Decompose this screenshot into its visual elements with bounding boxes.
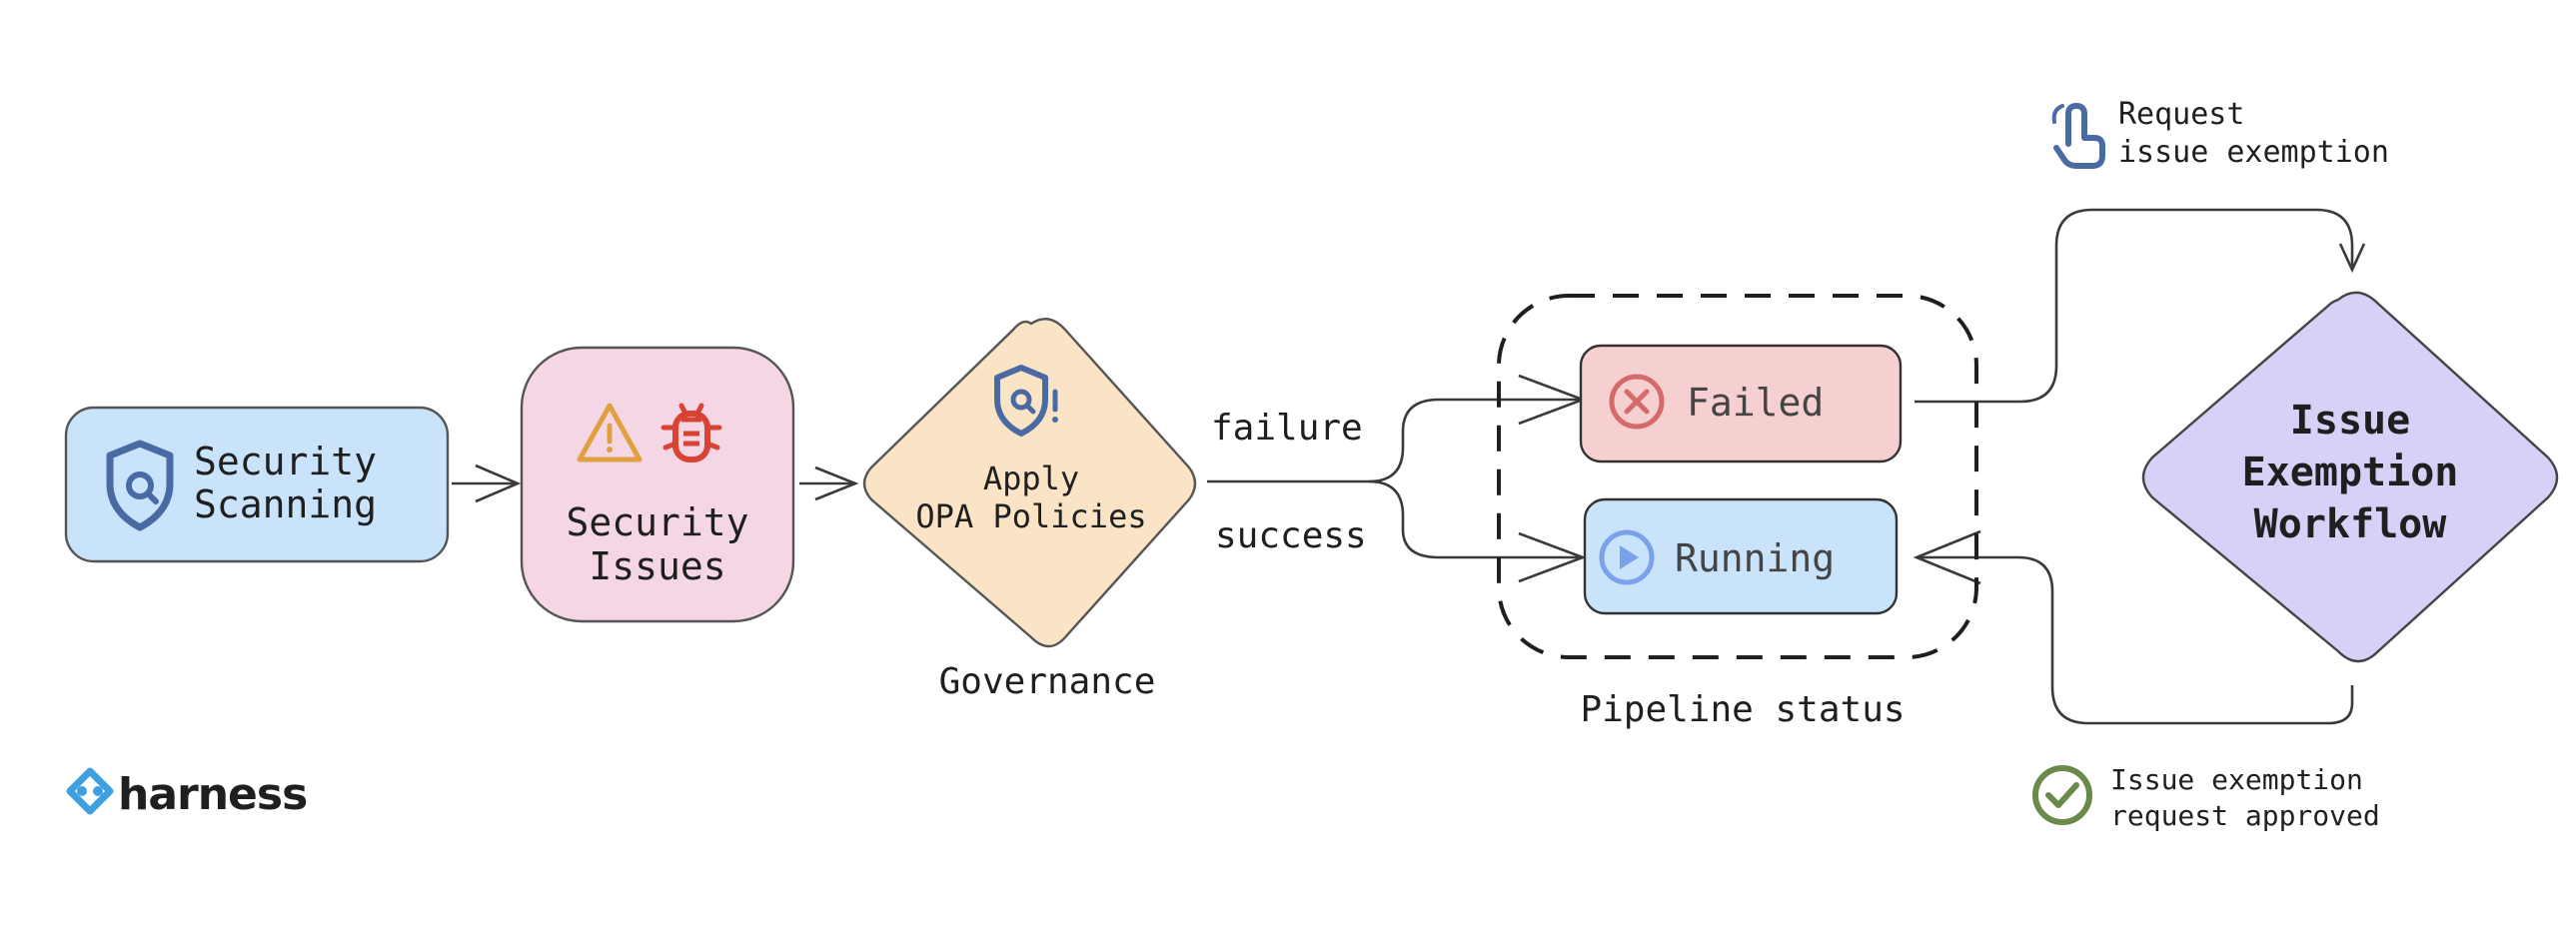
- security-issues-node[interactable]: Security Issues: [520, 346, 795, 623]
- check-circle-icon: [2032, 765, 2092, 825]
- warning-triangle-icon: [577, 403, 643, 463]
- running-label: Running: [1675, 536, 1835, 580]
- harness-wordmark: harness: [118, 769, 307, 820]
- bug-icon: [660, 403, 722, 463]
- harness-logo: harness: [66, 767, 308, 820]
- exemption-workflow-label-line1: Issue: [2290, 398, 2410, 444]
- security-issues-label-line2: Issues: [589, 544, 725, 588]
- running-node[interactable]: Running: [1583, 497, 1899, 615]
- request-note-line2: issue exemption: [2118, 135, 2389, 170]
- exemption-workflow-diamond: [2141, 291, 2559, 663]
- harness-logo-icon: [66, 767, 114, 815]
- approved-note: Issue exemption request approved: [2032, 763, 2380, 832]
- arrowhead-issues: [475, 464, 522, 503]
- security-scanning-label-line2: Scanning: [194, 482, 377, 526]
- running-box: [1583, 497, 1899, 615]
- security-scanning-node[interactable]: Security Scanning: [64, 406, 450, 563]
- security-issues-label-line1: Security: [566, 500, 748, 544]
- approved-note-line2: request approved: [2110, 799, 2380, 832]
- edge-opa-to-running: [1368, 479, 1583, 559]
- success-edge-label: success: [1215, 515, 1367, 556]
- shield-alert-icon: [994, 365, 1058, 437]
- failed-box: [1579, 344, 1903, 464]
- x-circle-icon: [1609, 374, 1665, 430]
- arrowhead-running-return: [1913, 529, 1981, 585]
- security-issues-box: [520, 346, 795, 623]
- pointer-hand-icon: [2051, 103, 2105, 169]
- pipeline-status-caption: Pipeline status: [1580, 689, 1905, 730]
- arrowhead-running: [1518, 531, 1587, 583]
- edge-failed-to-workflow: [1915, 208, 2354, 404]
- edge-opa-to-failed: [1207, 398, 1583, 483]
- opa-policies-label-line2: OPA Policies: [915, 497, 1146, 535]
- exemption-workflow-label-line2: Exemption: [2242, 450, 2459, 495]
- edge-workflow-to-running: [1917, 555, 2354, 725]
- play-circle-icon: [1599, 529, 1655, 585]
- opa-policies-diamond: [862, 318, 1197, 648]
- exemption-workflow-label-line3: Workflow: [2254, 501, 2448, 547]
- request-note-line1: Request: [2118, 97, 2244, 132]
- opa-policies-label-line1: Apply: [983, 460, 1079, 497]
- approved-note-line1: Issue exemption: [2110, 763, 2363, 796]
- governance-caption: Governance: [939, 661, 1156, 702]
- opa-policies-node[interactable]: Apply OPA Policies: [862, 318, 1197, 648]
- failed-label: Failed: [1687, 381, 1824, 425]
- exemption-workflow-node[interactable]: Issue Exemption Workflow: [2141, 291, 2559, 663]
- failure-edge-label: failure: [1211, 408, 1363, 449]
- shield-search-icon: [106, 440, 174, 531]
- request-exemption-note: Request issue exemption: [2051, 97, 2389, 170]
- arrowhead-opa: [814, 466, 859, 501]
- failed-node[interactable]: Failed: [1579, 344, 1903, 464]
- security-scanning-label-line1: Security: [194, 440, 377, 483]
- security-scanning-box: [64, 406, 450, 563]
- arrowhead-workflow: [2338, 243, 2366, 274]
- pipeline-status-group: [1497, 294, 1978, 659]
